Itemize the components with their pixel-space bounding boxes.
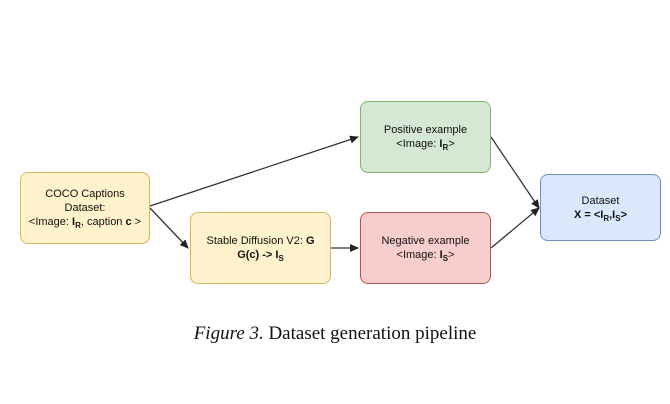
- sd-formula-sub: S: [278, 254, 284, 263]
- negative-title: Negative example: [381, 235, 470, 247]
- dataset-formula-sub-r: R: [603, 213, 610, 223]
- coco-image-var: I: [72, 216, 76, 228]
- coco-subtitle: Dataset:: [64, 202, 106, 214]
- stable-diffusion-node: Stable Diffusion V2: G G(c) -> IS: [190, 212, 331, 284]
- positive-content: <Image: IR>: [396, 137, 455, 152]
- sd-title-text: Stable Diffusion V2:: [206, 235, 306, 247]
- negative-example-node: Negative example <Image: IS>: [360, 212, 491, 284]
- negative-image-sub: S: [442, 254, 449, 263]
- dataset-node: Dataset X = <IR,IS>: [540, 174, 661, 241]
- positive-image-sub: R: [442, 143, 449, 152]
- figure-caption-text: Dataset generation pipeline: [263, 323, 477, 344]
- negative-content-close: >: [448, 249, 455, 261]
- coco-image-sub: R: [75, 221, 81, 230]
- coco-content-close: >: [131, 216, 142, 228]
- coco-caption-label: , caption: [80, 216, 126, 228]
- coco-content: <Image: IR, caption c >: [28, 215, 142, 230]
- sd-generator-var: G: [305, 235, 315, 247]
- negative-content: <Image: IS>: [396, 248, 455, 263]
- edge-coco-to-positive: [149, 135, 359, 207]
- edge-negative-to-dataset: [490, 207, 540, 249]
- negative-image-prefix: <Image:: [396, 249, 440, 261]
- positive-image-prefix: <Image:: [396, 138, 440, 150]
- dataset-formula-close: >: [620, 208, 628, 221]
- figure-number: Figure 3.: [193, 323, 264, 344]
- positive-image-var: I: [439, 138, 443, 150]
- dataset-formula: X = <IR,IS>: [573, 208, 628, 223]
- sd-formula-var: I: [275, 249, 279, 261]
- coco-image-prefix: <Image:: [28, 216, 72, 228]
- figure-caption: Figure 3. Dataset generation pipeline: [0, 323, 670, 345]
- dataset-formula-mid: ,I: [609, 208, 616, 221]
- positive-content-close: >: [448, 138, 455, 150]
- dataset-formula-prefix: X = <I: [573, 208, 604, 221]
- positive-title: Positive example: [383, 124, 468, 136]
- dataset-formula-sub-s: S: [615, 213, 621, 223]
- dataset-title: Dataset: [581, 194, 620, 207]
- coco-title: COCO Captions: [45, 188, 125, 200]
- coco-caption-var: c: [125, 216, 132, 228]
- coco-captions-node: COCO Captions Dataset: <Image: IR, capti…: [20, 172, 150, 244]
- edge-coco-to-sd: [149, 207, 189, 249]
- sd-formula-text: G(c) ->: [237, 249, 276, 261]
- edge-positive-to-dataset: [490, 136, 540, 209]
- positive-example-node: Positive example <Image: IR>: [360, 101, 491, 173]
- sd-formula: G(c) -> IS: [237, 248, 284, 263]
- negative-image-var: I: [439, 249, 443, 261]
- sd-title: Stable Diffusion V2: G: [206, 234, 314, 248]
